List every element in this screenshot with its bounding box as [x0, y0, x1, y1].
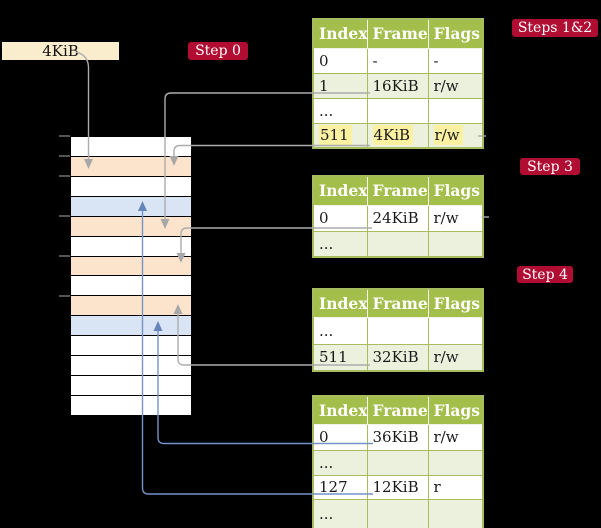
- memory-row: [71, 316, 191, 337]
- table-row: ...: [313, 230, 483, 257]
- table-row: 1 16KiB r/w: [313, 72, 483, 98]
- page-table-3: Index Frame Flags ... 511 32KiB r/w: [312, 288, 484, 372]
- memory-row: [71, 137, 191, 157]
- table-row: 127 12KiB r: [313, 474, 483, 499]
- col-header-frame: Frame: [367, 176, 429, 206]
- col-header-flags: Flags: [428, 19, 483, 49]
- col-header-frame: Frame: [367, 19, 429, 49]
- col-header-flags: Flags: [428, 396, 483, 425]
- memory-row: [71, 395, 191, 415]
- memory-row: [71, 376, 191, 396]
- step3-badge: Step 3: [520, 158, 580, 175]
- table-row: ...: [313, 449, 483, 475]
- memory-row: [71, 296, 191, 317]
- step0-badge: Step 0: [188, 42, 248, 60]
- table-row: ...: [313, 316, 483, 344]
- memory-row: [71, 236, 191, 257]
- col-header-frame: Frame: [367, 289, 429, 318]
- col-header-index: Index: [313, 176, 368, 206]
- page-size-label-box: 4KiB: [2, 42, 119, 60]
- memory-row: [71, 276, 191, 297]
- table-row: 511 32KiB r/w: [313, 343, 483, 371]
- memory-stack: [70, 136, 192, 416]
- table-row: ...: [313, 97, 483, 123]
- table-row: 0 - -: [313, 47, 483, 73]
- page-table-2: Index Frame Flags 0 24KiB r/w ...: [312, 175, 484, 258]
- memory-row: [71, 156, 191, 177]
- memory-row: [71, 176, 191, 197]
- col-header-flags: Flags: [428, 289, 483, 318]
- memory-row: [71, 196, 191, 217]
- table-row-highlighted: 511 4KiB r/w: [313, 122, 483, 148]
- table-row: 0 24KiB r/w: [313, 204, 483, 231]
- memory-row: [71, 356, 191, 377]
- stack-tick-marks: [59, 135, 70, 297]
- col-header-index: Index: [313, 19, 368, 49]
- col-header-index: Index: [313, 289, 368, 318]
- page-table-1: Index Frame Flags 0 - - 1 16KiB r/w ...: [312, 18, 484, 149]
- page-table-4: Index Frame Flags 0 36KiB r/w ... 127 12…: [312, 395, 484, 528]
- col-header-flags: Flags: [428, 176, 483, 206]
- memory-row: [71, 336, 191, 357]
- col-header-index: Index: [313, 396, 368, 425]
- table-row: ...: [313, 498, 483, 528]
- memory-row: [71, 216, 191, 237]
- steps-1-2-badge: Steps 1&2: [512, 19, 598, 37]
- step4-badge: Step 4: [517, 266, 573, 283]
- memory-row: [71, 256, 191, 277]
- col-header-frame: Frame: [367, 396, 429, 425]
- table-row: 0 36KiB r/w: [313, 423, 483, 450]
